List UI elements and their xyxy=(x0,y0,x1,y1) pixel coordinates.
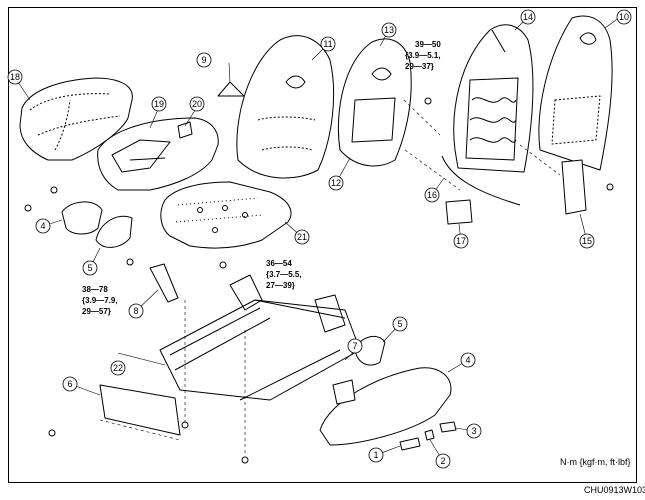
front-trim xyxy=(99,384,181,436)
callout-19: 19 xyxy=(154,99,164,109)
seat-cushion-pad xyxy=(97,117,219,191)
callout-5-right: 5 xyxy=(397,319,402,329)
seat-cushion-frame xyxy=(160,181,292,249)
callout-12: 12 xyxy=(331,178,341,188)
callout-markers xyxy=(7,9,632,469)
seat-cushion-cover xyxy=(19,77,133,161)
seatback-frame xyxy=(453,24,534,173)
callout-1: 1 xyxy=(373,450,378,460)
callout-9: 9 xyxy=(201,55,206,65)
recliner-cover-right xyxy=(354,335,386,366)
clip xyxy=(177,121,193,139)
seatback-cover xyxy=(236,35,335,179)
callout-17: 17 xyxy=(456,236,466,246)
unit-legend: N·m {kgf·m, ft·lbf} xyxy=(560,457,631,467)
callout-7: 7 xyxy=(352,341,357,351)
torque-spec-middle: 36—54 {3.7—5.5, 27—39} xyxy=(266,259,302,290)
callout-21: 21 xyxy=(297,232,307,242)
torque-spec-top: 39—50 {3.9—5.1, 29—37} xyxy=(405,40,441,71)
callout-18: 18 xyxy=(10,72,20,82)
grommet xyxy=(217,81,245,97)
recliner-cover-left xyxy=(95,215,133,248)
torque-mid-line1: 36—54 xyxy=(266,259,292,268)
callout-6: 6 xyxy=(67,379,72,389)
callout-4-right: 4 xyxy=(465,355,470,365)
callout-5-left: 5 xyxy=(87,263,92,273)
torque-left-line3: 29—57} xyxy=(82,307,111,316)
figure-frame xyxy=(8,7,637,483)
side-cover-left xyxy=(61,201,103,235)
callout-11: 11 xyxy=(323,39,332,49)
assembly-lines xyxy=(99,99,561,455)
callout-20: 20 xyxy=(192,99,202,109)
callout-13: 13 xyxy=(384,25,394,35)
torque-top-line2: {3.9—5.1, xyxy=(405,51,441,60)
callout-2: 2 xyxy=(440,456,445,466)
torque-left-line1: 38—78 xyxy=(82,285,108,294)
torque-top-line1: 39—50 xyxy=(415,40,441,49)
seatback-rear-panel xyxy=(538,15,613,171)
torque-left-line2: {3.9—7.9, xyxy=(82,296,118,305)
side-bracket xyxy=(561,159,587,215)
callout-22: 22 xyxy=(113,363,123,373)
callout-labels: 1 2 3 4 4 5 5 6 7 8 9 10 11 12 13 14 15 … xyxy=(10,12,629,466)
seat-switch xyxy=(332,379,356,405)
callout-8: 8 xyxy=(133,306,138,316)
bolts xyxy=(24,97,614,464)
torque-spec-left: 38—78 {3.9—7.9, 29—57} xyxy=(82,285,118,316)
callout-4-left: 4 xyxy=(40,221,45,231)
harness xyxy=(441,155,521,206)
torque-mid-line3: 27—39} xyxy=(266,281,295,290)
callout-10: 10 xyxy=(619,12,629,22)
callout-14: 14 xyxy=(523,12,533,22)
seatback-pad xyxy=(337,38,412,167)
torque-top-line3: 29—37} xyxy=(405,62,434,71)
knob-1 xyxy=(399,437,421,451)
torque-mid-line2: {3.7—5.5, xyxy=(266,270,302,279)
callout-3: 3 xyxy=(471,426,476,436)
knob-2 xyxy=(424,429,435,441)
knob-3 xyxy=(439,421,457,433)
callout-15: 15 xyxy=(582,236,592,246)
label-plate xyxy=(445,199,473,225)
callout-16: 16 xyxy=(427,190,437,200)
seat-belt-buckle xyxy=(149,263,179,303)
figure-code: CHU0913W103 xyxy=(584,485,645,495)
seat-adjuster-frame xyxy=(159,274,361,401)
